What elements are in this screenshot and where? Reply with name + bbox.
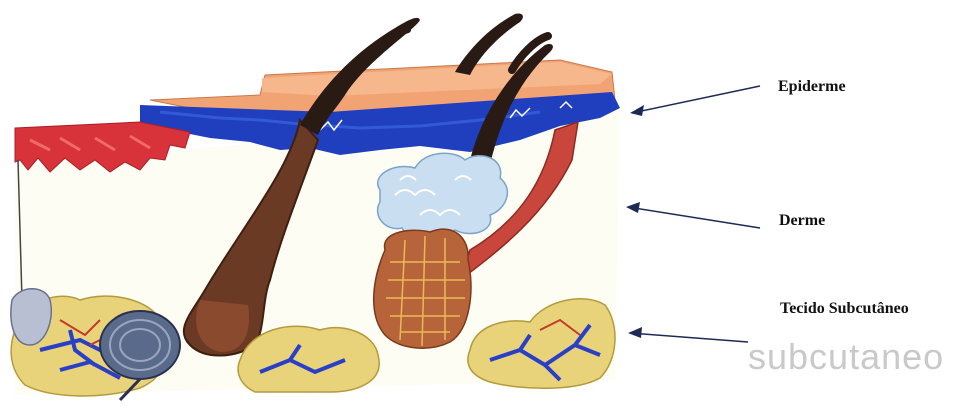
- pacinian-corpuscle: [100, 311, 180, 379]
- arrow-subcutaneous: [630, 333, 748, 342]
- label-subcutaneous: Tecido Subcutâneo: [780, 300, 909, 318]
- arrow-dermis-head: [626, 202, 640, 213]
- ghost-text: subcutaneo: [748, 336, 978, 378]
- fat-lobule-middle: [238, 326, 379, 392]
- arrow-epidermis-head: [630, 105, 644, 116]
- label-epidermis: Epiderme: [778, 78, 846, 96]
- arrow-epidermis: [632, 86, 760, 113]
- arrow-dermis: [628, 207, 760, 228]
- arrow-subcutaneous-head: [628, 327, 642, 338]
- label-dermis: Derme: [779, 212, 825, 230]
